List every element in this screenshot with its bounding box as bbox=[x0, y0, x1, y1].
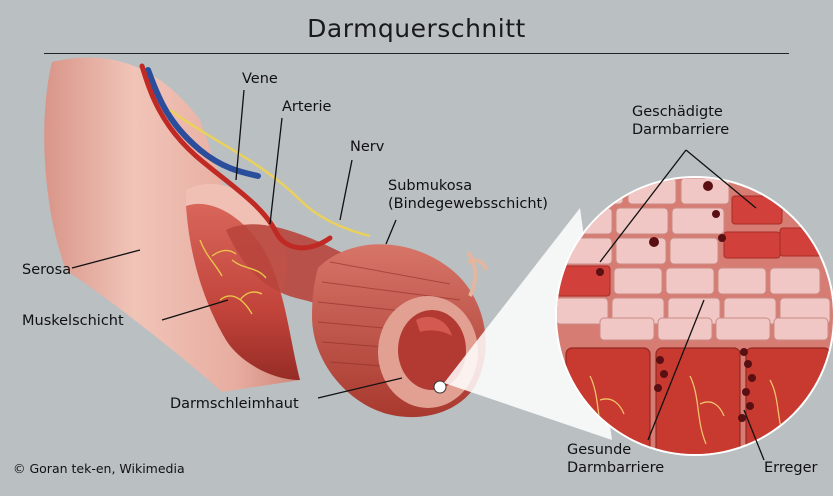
label-submukosa-sub: (Bindegewebsschicht) bbox=[388, 196, 548, 213]
nerve-branch bbox=[468, 252, 486, 296]
label-gesunde: Gesunde bbox=[567, 442, 631, 459]
label-arterie: Arterie bbox=[282, 99, 331, 116]
label-submukosa: Submukosa bbox=[388, 178, 472, 195]
label-darmschleimhaut: Darmschleimhaut bbox=[170, 396, 299, 413]
label-nerv: Nerv bbox=[350, 139, 384, 156]
label-gesunde-sub: Darmbarriere bbox=[567, 460, 664, 477]
label-erreger: Erreger bbox=[764, 460, 818, 477]
label-muskelschicht: Muskelschicht bbox=[22, 313, 124, 330]
label-serosa: Serosa bbox=[22, 262, 71, 279]
label-geschaedigte: Geschädigte bbox=[632, 104, 723, 121]
label-vene: Vene bbox=[242, 71, 278, 88]
image-credit: © Goran tek-en, Wikimedia bbox=[13, 461, 185, 476]
label-geschaedigte-sub: Darmbarriere bbox=[632, 122, 729, 139]
